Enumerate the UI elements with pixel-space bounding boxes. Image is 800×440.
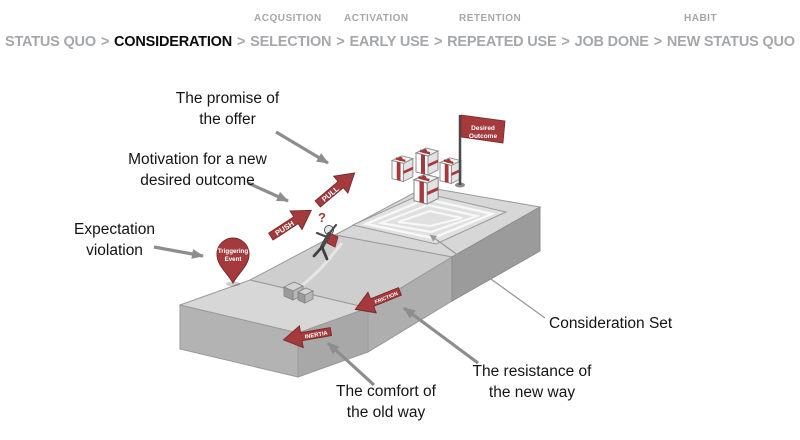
label-comfort-line1: The comfort of: [336, 383, 436, 400]
phase-retention: RETENTION: [459, 13, 522, 24]
stage-separator: >: [236, 34, 246, 50]
callout-arrows: [153, 130, 546, 387]
expectation-arrow: [153, 245, 204, 259]
label-resistance-line1: The resistance of: [472, 363, 592, 380]
rocks: [283, 281, 314, 304]
inertia-arrow: INERTIA: [282, 324, 333, 349]
journey-diagram: Desired Outcome Triggering Event ?: [153, 114, 546, 387]
phase-label-row: ACQUSITION ACTIVATION RETENTION HABIT: [0, 13, 800, 27]
phase-activation: ACTIVATION: [344, 13, 409, 24]
flag-banner: [460, 114, 506, 144]
phase-habit: HABIT: [684, 13, 718, 24]
comfort-arrow: [326, 341, 376, 387]
stage-job-done: JOB DONE: [574, 34, 649, 50]
stage-early-use: EARLY USE: [349, 34, 430, 50]
journey-stage-bar: STATUS QUO > CONSIDERATION > SELECTION >…: [0, 34, 800, 50]
plateau-side-face: [451, 206, 541, 302]
consideration-set-line: [429, 234, 546, 319]
label-promise: The promise of the offer: [150, 88, 305, 130]
promise-arrow: [275, 130, 329, 165]
label-resistance: The resistance of the new way: [452, 361, 612, 403]
label-comfort-line2: the old way: [346, 404, 426, 421]
pull-arrow: PULL: [314, 172, 356, 208]
consideration-set-maze: [351, 192, 508, 245]
stage-separator: >: [561, 34, 570, 50]
flag-text-line2: Outcome: [469, 133, 498, 140]
desired-outcome-flag: Desired Outcome: [455, 114, 506, 188]
stage-repeated-use: REPEATED USE: [447, 34, 557, 50]
label-comfort: The comfort of the old way: [312, 381, 460, 423]
stage-selection: SELECTION: [250, 34, 332, 50]
push-arrow: PUSH: [268, 209, 312, 241]
label-expectation-line2: violation: [86, 242, 143, 259]
stage-separator: >: [433, 34, 443, 50]
climber-figure: ?: [312, 210, 339, 261]
landform: [178, 186, 542, 378]
label-motivation: Motivation for a new desired outcome: [100, 149, 295, 191]
stage-status-quo: STATUS QUO: [5, 34, 96, 50]
label-consideration-set: Consideration Set: [549, 315, 673, 332]
stage-separator: >: [653, 34, 662, 50]
inertia-label: INERTIA: [304, 331, 329, 341]
stage-separator: >: [100, 34, 110, 50]
pin-text-line2: Event: [225, 256, 242, 263]
friction-arrow: FRICTION: [354, 287, 403, 314]
pin-shape: [216, 237, 250, 285]
stage-consideration: CONSIDERATION: [114, 34, 232, 50]
phase-acquisition: ACQUSITION: [254, 13, 322, 24]
stage-separator: >: [336, 34, 345, 50]
label-motivation-line2: desired outcome: [140, 172, 255, 189]
label-expectation-line1: Expectation: [74, 221, 155, 238]
motivation-arrow: [247, 181, 289, 203]
label-resistance-line2: the new way: [488, 384, 576, 401]
label-promise-line1: The promise of: [175, 90, 280, 107]
push-label: PUSH: [273, 219, 295, 238]
flag-text-line1: Desired: [471, 125, 495, 132]
label-motivation-line1: Motivation for a new: [128, 151, 267, 168]
pin-text-line1: Triggering: [218, 248, 248, 255]
triggering-event-pin: Triggering Event: [216, 237, 250, 287]
label-promise-line2: the offer: [199, 111, 256, 128]
resistance-arrow: [403, 306, 479, 365]
label-expectation: Expectation violation: [52, 219, 177, 261]
trail-path: [299, 242, 344, 289]
stage-new-status-quo: NEW STATUS QUO: [666, 34, 795, 50]
question-mark: ?: [318, 210, 326, 225]
